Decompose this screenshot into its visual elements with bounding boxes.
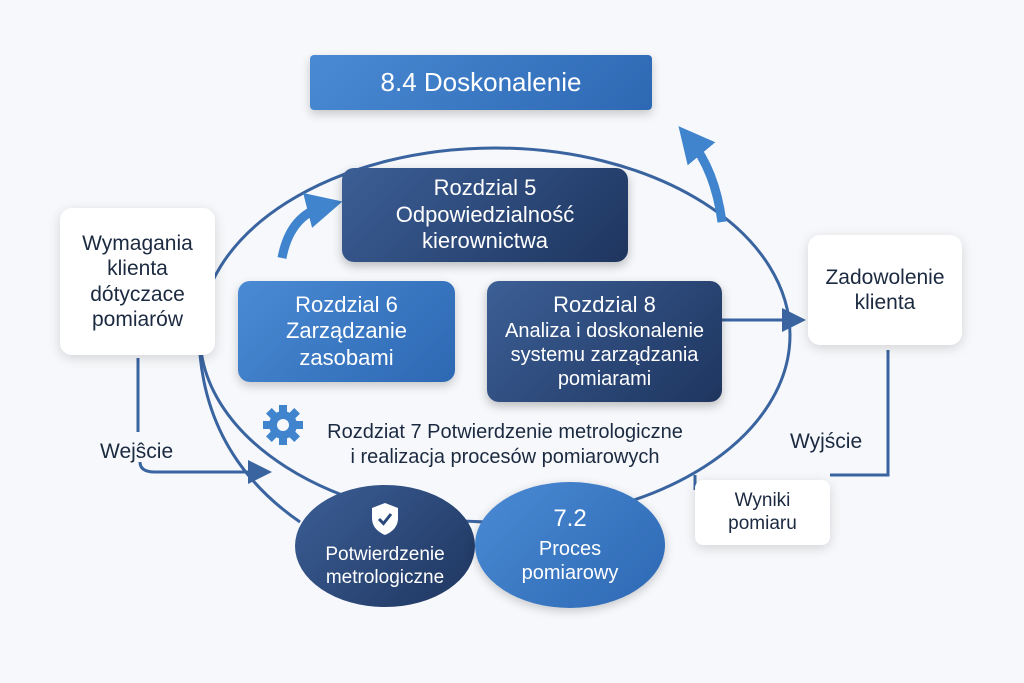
input-line: Wymagania [82,232,193,256]
ellipse-right-line: Proces [538,538,602,561]
metrological-confirmation-ellipse: Potwierdzenie metrologiczne [295,485,475,607]
shield-check-icon [372,503,398,536]
improvement-box: 8.4 Doskonalenie [310,55,652,110]
chapter-7-line: i realizacja procesów pomiarowych [350,446,660,468]
ellipse-right-number: 7.2 [553,504,587,532]
chapter-5-line: kierownictwa [422,228,548,254]
chapter-7-text: Rozdziat 7 Potwierdzenie metrologiczne i… [300,420,710,470]
customer-requirements-box: Wymagania klienta dótyczace pomiarów [60,208,215,355]
chapter-6-box: Rozdzial 6 Zarządzanie zasobami [238,281,455,382]
chapter-5-title: Rozdzial 5 [433,175,537,201]
results-line: Wyniki [734,489,791,511]
chapter-8-line: systemu zarządzania [510,343,699,366]
input-line: dótyczace [90,282,185,306]
gear-icon [262,404,304,446]
chapter-7-line: Rozdziat 7 Potwierdzenie metrologiczne [327,421,683,443]
improvement-arrow [678,126,727,223]
measurement-results-box: Wyniki pomiaru [695,480,830,545]
chapter-6-title: Rozdzial 6 [295,291,398,317]
input-label: Wejŝcie [100,440,174,463]
chapter-6-line: Zarządzanie [285,318,408,344]
output-line: Zadowolenie [825,265,945,289]
chapter-5-line: Odpowiedzialność [395,201,575,227]
chapter-8-box: Rozdzial 8 Analiza i doskonalenie system… [487,281,722,402]
chapter-8-line: pomiarami [557,367,652,390]
input-line: klienta [107,257,168,281]
measurement-process-ellipse: 7.2 Proces pomiarowy [475,482,665,608]
chapter-6-line: zasobami [299,344,394,370]
ellipse-left-line: metrologiczne [325,567,445,588]
chapter-8-line: Analiza i doskonalenie [504,319,705,342]
output-label: Wyjście [790,430,863,453]
output-line: klienta [854,291,916,314]
customer-satisfaction-box: Zadowolenie klienta [808,235,962,345]
ellipse-right-line: pomiarowy [521,562,619,585]
small-cycle-arrow [277,193,343,259]
chapter-8-title: Rozdzial 8 [553,292,656,318]
chapter-5-box: Rozdzial 5 Odpowiedzialność kierownictwa [342,168,628,262]
input-line: pomiarów [91,307,184,331]
results-line: pomiaru [728,512,797,534]
ellipse-left-line: Potwierdzenie [325,544,445,566]
improvement-label: 8.4 Doskonalenie [380,66,582,97]
